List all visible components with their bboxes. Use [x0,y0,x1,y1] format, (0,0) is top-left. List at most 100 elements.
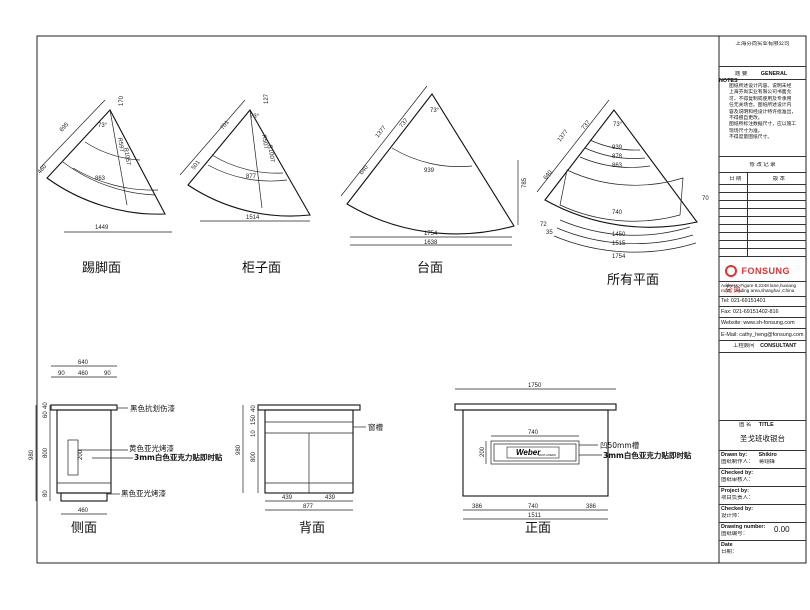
v2-r5: R1007 [266,144,275,163]
v5-annotation-3: 3mm白色亚克力贴即时贴 [134,452,223,462]
v5-w1: 90 [58,371,65,377]
checked-by2-en: Checked by: [721,506,754,512]
v5-w3: 90 [104,371,111,377]
v1-r1: 695 [59,121,71,133]
note-line: 图纸所标注数据尺寸，应以施工 [729,122,797,128]
note-line: 容及说明和经设计特许批准出， [729,109,797,115]
v4-a5: 1450 [612,232,626,238]
checked-by-en: Checked by: [721,470,754,476]
tel: Tel: 021-69151401 [721,298,766,304]
notes-block: 图纸所述设计内容、说明未经 上海芬尚实业有限公司书面允 可，不得复制或使用及专承… [729,84,804,142]
v7-b1: 386 [472,504,483,510]
v2-r3: 127 [264,93,270,104]
revision-label: 修 改 记 录 [749,162,776,168]
checked-by2-cn: 设计师： [721,513,743,519]
company-name: 上海芬尚实业有限公司 [735,41,790,47]
fax: Fax: 021-69151402-816 [721,309,779,315]
v5-annotation-1: 黑色抗划伤漆 [130,403,175,413]
v3-height: 785 [522,177,528,188]
v3-angle: 73° [430,108,440,114]
v4-a6: 1515 [612,241,626,247]
v5-h4: 40 [43,402,49,409]
v2-angle: 73° [250,114,260,120]
v4-a4: 740 [612,210,623,216]
checked-by-cn: 图纸审核人： [721,477,754,483]
v3-caption: 台面 [417,261,443,276]
v6-w2: 439 [325,495,336,501]
v7-b-total: 1511 [528,513,542,519]
v3-chord: 1638 [424,240,438,246]
drawn-by-name: Shikiro [758,452,777,458]
v6-annotation: 窗槽 [368,422,383,432]
weber-brand: Weber [516,448,541,457]
view-countertop: 73° 1377 737 640 939 1754 1638 785 台面 [340,85,528,276]
v4-caption: 所有平面 [607,273,659,288]
v2-r2: 501 [191,159,202,171]
company-logo: FONSUNG 芬尚 [725,262,800,293]
view-kickplate: 73° 695 460 170 R597 R1057 863 1449 踢脚面 [37,95,172,276]
v5-caption: 侧面 [71,521,97,536]
note-line: 图纸所述设计内容、说明未经 [729,84,792,89]
v3-r1: 1377 [375,124,388,139]
v5-h3: 80 [43,490,49,497]
general-notes-header: 题 要 GENERAL NOTES [719,71,806,84]
v6-caption: 背面 [299,521,325,536]
drawing-title: 圣戈班收银台 [740,434,785,443]
general-notes-label: GENERAL NOTES [719,71,788,84]
note-line: 可，不得复制或使用及专承用 [729,96,792,102]
subject-label: 题 要 [735,71,748,77]
v6-w-total: 877 [303,504,314,510]
title-block: 上海芬尚实业有限公司 题 要 GENERAL NOTES 图纸所述设计内容、说明… [719,36,806,563]
address: Address: Figure 8,2248 lane,huxiang road… [721,283,797,294]
v1-r3: 170 [119,95,125,106]
drawing-number-cn: 图纸编号： [721,531,748,537]
v5-h-total: 980 [29,449,35,460]
v6-h3: 10 [251,430,257,437]
v1-r5: R1057 [122,147,131,166]
note-line: 不得度量图纸尺寸。 [729,135,773,141]
revision-header: 日 期 版 本 [719,176,806,183]
v1-r4: R597 [116,137,125,153]
v4-a1: 939 [612,145,623,151]
v7-inner-h: 200 [480,446,486,457]
project-by-cn: 项目负责人： [721,495,754,501]
v4-s1: 72 [540,222,547,228]
consultant-cn: 工程顾问 [733,343,755,349]
v6-h2: 150 [251,414,257,425]
v1-arc-mid: 863 [95,176,106,182]
drawn-by-cn: 图纸制作人： [721,459,754,465]
v4-r2: 737 [581,119,592,131]
drawing-number-en: Drawing number: [721,524,766,530]
note-line: 不得擅自更改。 [729,116,763,122]
v3-r2: 737 [399,117,410,129]
v5-h2: 800 [43,447,49,458]
v4-a7: 1754 [612,254,626,260]
weber-logo [506,446,560,459]
website: Website: www.sh-fonsung.com [721,320,795,326]
v5-w2: 460 [78,371,89,377]
drawn-by-cn-row: 图纸制作人： 蒋翊锋 [721,459,808,466]
v4-s3: 70 [702,196,709,202]
v4-angle: 73° [613,122,623,128]
logo-text: FONSUNG [741,265,790,276]
note-line: 任无关场合。图纸所述设计内 [729,103,792,109]
weber-sub: SAINT-GOBAIN [538,454,556,457]
title-en: TITLE [758,422,774,428]
v5-annotation-4: 黑色亚光烤漆 [121,488,166,498]
v7-top: 1750 [528,383,542,389]
v2-arc-mid: 877 [246,174,257,180]
view-front: Weber SAINT-GOBAIN 1750 740 200 386 740 … [454,383,692,536]
logo-mark-icon [725,264,737,277]
view-all-planes: 73° 1377 737 640 939 878 863 740 1450 15… [536,99,709,288]
drawn-by-en: Drawn by: [721,452,748,458]
v7-annotation-2: 3mm白色亚克力贴即时贴 [603,450,692,460]
v4-r1: 1377 [557,128,570,143]
drawn-by-name-cn: 蒋翊锋 [758,459,776,465]
v4-a2: 878 [612,154,623,160]
v4-r3: 640 [543,169,554,181]
v2-r1: 701 [220,119,231,131]
consultant-en: CONSULTANT [760,343,797,349]
v5-h1: 60 [43,411,49,418]
v7-annotation-1: 凹50mm槽 [600,440,640,450]
v1-angle: 73° [98,123,108,129]
